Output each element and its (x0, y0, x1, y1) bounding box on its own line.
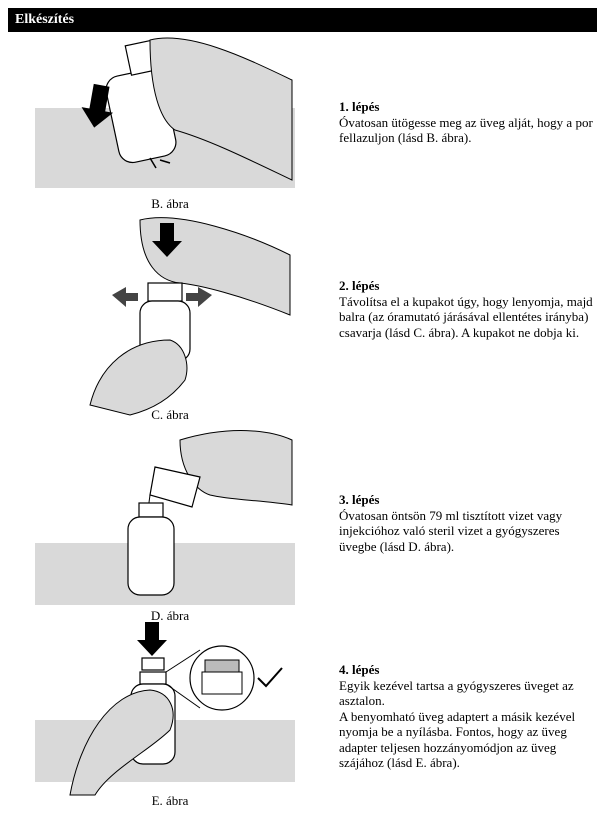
section-header: Elkészítés (8, 8, 597, 32)
figure-b-caption: B. ábra (120, 196, 220, 212)
figure-c-caption: C. ábra (120, 407, 220, 423)
step-2-text: 2. lépés Távolítsa el a kupakot úgy, hog… (339, 278, 597, 340)
step-3-label: 3. lépés (339, 492, 597, 508)
step-4-text: 4. lépés Egyik kezével tartsa a gyógysze… (339, 662, 597, 771)
step-2-body: Távolítsa el a kupakot úgy, hogy lenyomj… (339, 294, 597, 341)
step-4: E. ábra 4. lépés Egyik kezével tartsa a … (0, 620, 605, 820)
step-3-text: 3. lépés Óvatosan öntsön 79 ml tisztítot… (339, 492, 597, 554)
step-3-body: Óvatosan öntsön 79 ml tisztított vizet v… (339, 508, 597, 555)
step-3: D. ábra 3. lépés Óvatosan öntsön 79 ml t… (0, 425, 605, 620)
step-4-body: Egyik kezével tartsa a gyógyszeres üvege… (339, 678, 597, 771)
figure-c-illustration (0, 215, 330, 425)
step-2-label: 2. lépés (339, 278, 597, 294)
figure-d-illustration (0, 425, 330, 620)
figure-e-caption: E. ábra (120, 793, 220, 809)
section-title: Elkészítés (15, 12, 74, 28)
step-4-label: 4. lépés (339, 662, 597, 678)
step-1-text: 1. lépés Óvatosan ütögesse meg az üveg a… (339, 99, 597, 146)
step-1-body: Óvatosan ütögesse meg az üveg alját, hog… (339, 115, 597, 146)
step-1: B. ábra 1. lépés Óvatosan ütögesse meg a… (0, 30, 605, 215)
figure-b-illustration (0, 30, 330, 215)
step-2: C. ábra 2. lépés Távolítsa el a kupakot … (0, 215, 605, 425)
step-1-label: 1. lépés (339, 99, 597, 115)
figure-e-illustration (0, 620, 330, 820)
